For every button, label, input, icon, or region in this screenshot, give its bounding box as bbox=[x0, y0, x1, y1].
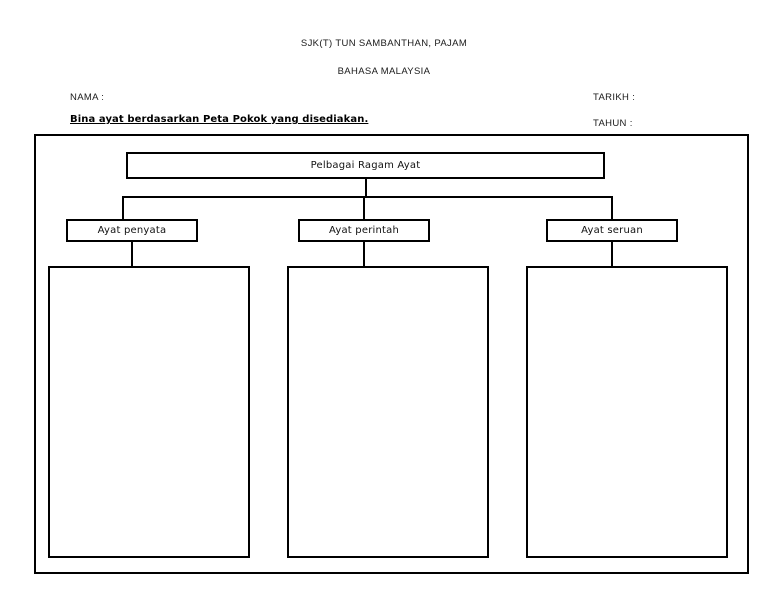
connector-answer-2 bbox=[611, 242, 613, 267]
answer-box-ayat-perintah[interactable] bbox=[287, 266, 489, 558]
connector-root-stem bbox=[365, 179, 367, 197]
answer-box-ayat-penyata[interactable] bbox=[48, 266, 250, 558]
connector-branch-2 bbox=[611, 196, 613, 220]
tree-branch-node-ayat-seruan: Ayat seruan bbox=[546, 219, 678, 242]
connector-branch-0 bbox=[122, 196, 124, 220]
connector-answer-1 bbox=[363, 242, 365, 267]
tree-root-node: Pelbagai Ragam Ayat bbox=[126, 152, 605, 179]
tree-branch-node-ayat-penyata: Ayat penyata bbox=[66, 219, 198, 242]
instruction-text: Bina ayat berdasarkan Peta Pokok yang di… bbox=[70, 114, 369, 125]
worksheet-frame bbox=[34, 134, 749, 574]
connector-branch-1 bbox=[363, 196, 365, 220]
tree-branch-node-ayat-perintah: Ayat perintah bbox=[298, 219, 430, 242]
tahun-field-label: TAHUN : bbox=[593, 118, 633, 129]
tarikh-field-label: TARIKH : bbox=[593, 92, 636, 103]
subject-name: BAHASA MALAYSIA bbox=[337, 66, 431, 77]
connector-answer-0 bbox=[131, 242, 133, 267]
school-name: SJK(T) TUN SAMBANTHAN, PAJAM bbox=[300, 38, 468, 49]
answer-box-ayat-seruan[interactable] bbox=[526, 266, 728, 558]
nama-field-label: NAMA : bbox=[70, 92, 105, 103]
connector-horizontal-bus bbox=[122, 196, 613, 198]
